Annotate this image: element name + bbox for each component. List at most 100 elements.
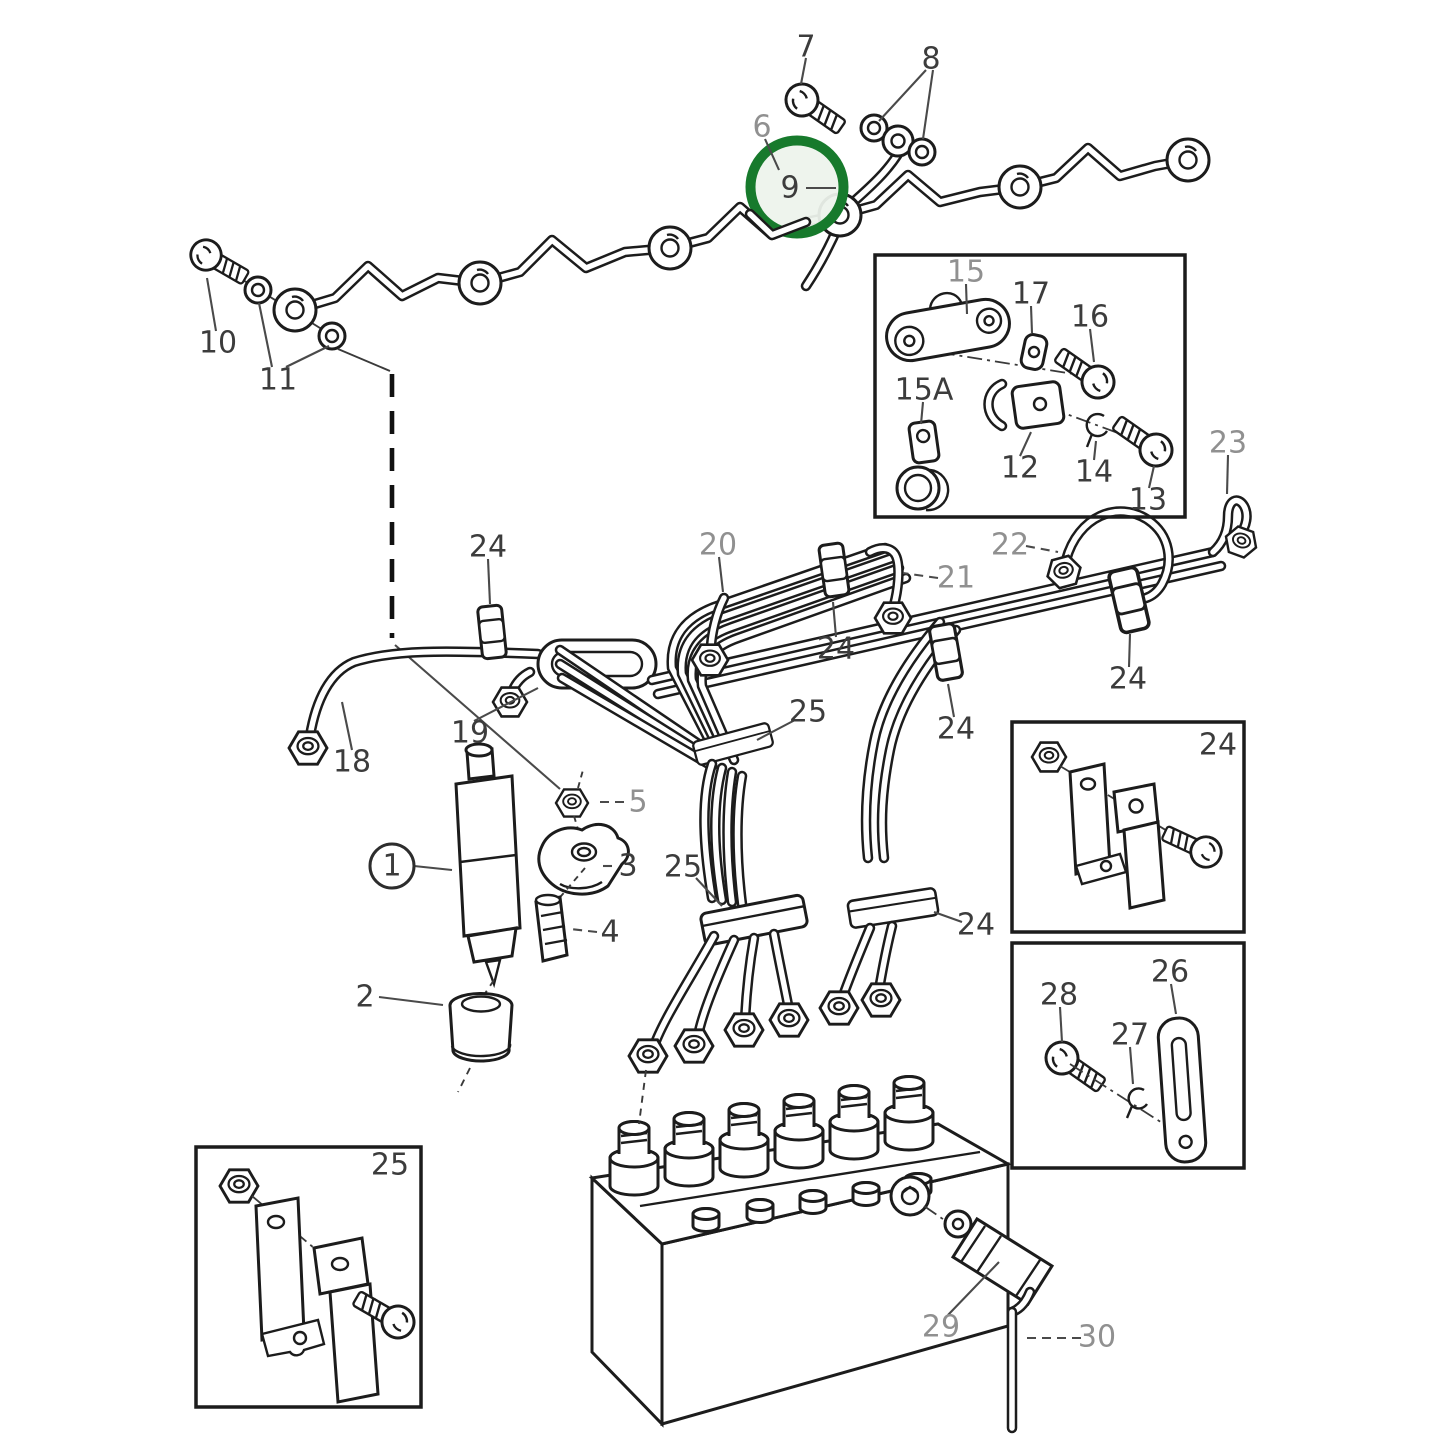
banjo-fitting-3 bbox=[647, 225, 693, 271]
part-callout-16[interactable]: 16 bbox=[1071, 300, 1109, 335]
highlight-fill bbox=[752, 142, 842, 232]
part-callout-23[interactable]: 23 bbox=[1209, 426, 1247, 461]
part-callout-10[interactable]: 10 bbox=[199, 326, 237, 361]
bolt-13 bbox=[1106, 407, 1180, 474]
part-callout-25[interactable]: 25 bbox=[371, 1148, 409, 1183]
part-callout-28[interactable]: 28 bbox=[1040, 978, 1078, 1013]
union-nut-6 bbox=[860, 982, 902, 1018]
pipe-20-nut bbox=[690, 643, 730, 677]
part-callout-30[interactable]: 30 bbox=[1078, 1320, 1116, 1355]
washer-27 bbox=[1125, 1087, 1148, 1119]
clamp-15A bbox=[895, 419, 950, 512]
banjo-fitting-2 bbox=[457, 260, 503, 306]
clamp-24-right bbox=[1106, 564, 1152, 636]
banjo-fitting-1 bbox=[272, 287, 318, 333]
delivery-valve-6 bbox=[883, 1075, 935, 1152]
part-callout-14[interactable]: 14 bbox=[1075, 455, 1113, 490]
part-callout-29[interactable]: 29 bbox=[922, 1310, 960, 1345]
part-callout-15A[interactable]: 15A bbox=[895, 373, 954, 408]
pipe-18-nut bbox=[287, 730, 329, 766]
part-callout-25[interactable]: 25 bbox=[789, 695, 827, 730]
washer-11b bbox=[317, 321, 347, 351]
part-callout-15[interactable]: 15 bbox=[947, 255, 985, 290]
leak-off-rail-group bbox=[183, 76, 1211, 351]
part-callout-1[interactable]: 1 bbox=[382, 849, 401, 884]
union-nut-2 bbox=[673, 1028, 715, 1064]
part-callout-24[interactable]: 24 bbox=[957, 908, 995, 943]
part-callout-17[interactable]: 17 bbox=[1012, 277, 1050, 312]
pump-boss-1 bbox=[691, 1207, 721, 1233]
washer-11a bbox=[243, 275, 273, 305]
clamp-12 bbox=[983, 378, 1066, 432]
pump-boss-4 bbox=[851, 1181, 881, 1207]
stud-4 bbox=[534, 893, 569, 963]
inset24-bracket-a bbox=[1068, 762, 1128, 886]
injection-pipes-group bbox=[287, 495, 1262, 1074]
part-callout-4[interactable]: 4 bbox=[600, 915, 619, 950]
inset25-bracket-a bbox=[254, 1196, 326, 1358]
part-callout-12[interactable]: 12 bbox=[1001, 451, 1039, 486]
lock-washer-14 bbox=[1085, 412, 1109, 448]
delivery-valve-5 bbox=[828, 1084, 880, 1161]
inset25-bracket-b bbox=[312, 1236, 380, 1404]
delivery-valve-3 bbox=[718, 1102, 770, 1179]
banjo-bolt-10 bbox=[183, 232, 255, 293]
part-callout-24[interactable]: 24 bbox=[937, 712, 975, 747]
highlight-ring bbox=[745, 135, 849, 239]
part-callout-24[interactable]: 24 bbox=[1199, 728, 1237, 763]
union-nut-3 bbox=[723, 1012, 765, 1048]
union-nut-5 bbox=[818, 990, 860, 1026]
injector-group bbox=[448, 742, 630, 1093]
washer-8b bbox=[907, 137, 937, 167]
inset-box-26 bbox=[1010, 941, 1246, 1170]
part-callout-ring-1 bbox=[368, 842, 416, 890]
part-callout-27[interactable]: 27 bbox=[1111, 1018, 1149, 1053]
part-callout-5[interactable]: 5 bbox=[628, 785, 647, 820]
clamp-24-left bbox=[475, 603, 509, 661]
delivery-valve-1 bbox=[608, 1120, 660, 1197]
part-callout-24[interactable]: 24 bbox=[1109, 662, 1147, 697]
part-callout-24[interactable]: 24 bbox=[817, 632, 855, 667]
part-callout-24[interactable]: 24 bbox=[469, 530, 507, 565]
injection-pump-group bbox=[588, 1069, 1055, 1434]
inset24-bracket-b bbox=[1112, 782, 1166, 910]
part-callout-22[interactable]: 22 bbox=[991, 528, 1029, 563]
inset-box-25 bbox=[194, 1145, 423, 1409]
part-callout-2[interactable]: 2 bbox=[355, 980, 374, 1015]
part-callout-13[interactable]: 13 bbox=[1129, 483, 1167, 518]
highlight-part-9[interactable]: 9 bbox=[744, 135, 849, 241]
inset-box-24 bbox=[1010, 720, 1246, 934]
part-callout-6[interactable]: 6 bbox=[752, 110, 771, 145]
part-callout-11[interactable]: 11 bbox=[259, 363, 297, 398]
part-callout-8[interactable]: 8 bbox=[921, 42, 940, 77]
pump-boss-3 bbox=[798, 1189, 828, 1215]
banjo-bolt-7 bbox=[778, 76, 852, 143]
part-callout-18[interactable]: 18 bbox=[333, 745, 371, 780]
delivery-valve-4 bbox=[773, 1093, 825, 1170]
delivery-valve-2 bbox=[663, 1111, 715, 1188]
part-callout-26[interactable]: 26 bbox=[1151, 955, 1189, 990]
part-callout-19[interactable]: 19 bbox=[451, 716, 489, 751]
reference-lines bbox=[337, 348, 561, 790]
part-callout-3[interactable]: 3 bbox=[618, 849, 637, 884]
yoke-3 bbox=[537, 822, 630, 896]
pump-boss-2 bbox=[745, 1198, 775, 1224]
part-callout-9[interactable]: 9 bbox=[780, 171, 799, 206]
yoke-nut-5 bbox=[554, 788, 590, 818]
part-callout-7[interactable]: 7 bbox=[796, 30, 815, 65]
hose-eye-fitting bbox=[881, 124, 915, 158]
banjo-fitting-5 bbox=[997, 164, 1043, 210]
part-callout-20[interactable]: 20 bbox=[699, 528, 737, 563]
strap-26 bbox=[1156, 1016, 1208, 1164]
bracket-15 bbox=[885, 291, 1011, 363]
injector-body bbox=[454, 742, 522, 989]
part-callout-25[interactable]: 25 bbox=[664, 850, 702, 885]
part-callout-21[interactable]: 21 bbox=[937, 561, 975, 596]
clamp-24-top bbox=[816, 541, 852, 599]
banjo-fitting-6 bbox=[1165, 137, 1211, 183]
injector-sleeve-2 bbox=[448, 991, 514, 1063]
pipe-21-nut bbox=[873, 601, 913, 635]
